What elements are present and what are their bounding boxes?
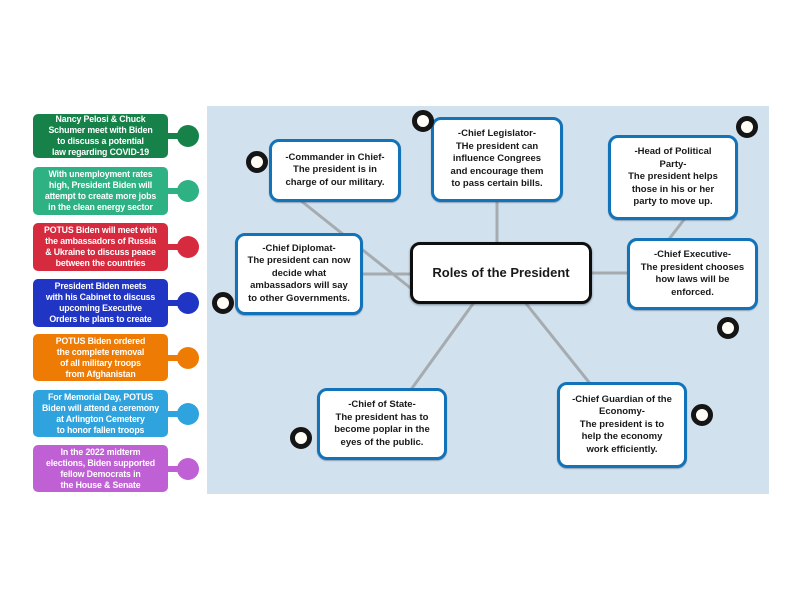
clue-connector: [166, 188, 181, 194]
clue-drag-handle[interactable]: [177, 125, 199, 147]
clue-label-box[interactable]: President Biden meets with his Cabinet t…: [33, 279, 168, 327]
node-chief-executive: -Chief Executive- The president chooses …: [627, 238, 758, 310]
answer-target-guardian[interactable]: [691, 404, 713, 426]
node-chief-of-state: -Chief of State- The president has to be…: [317, 388, 447, 460]
node-head-of-political-party: -Head of Political Party- The president …: [608, 135, 738, 220]
clue-drag-handle[interactable]: [177, 457, 199, 480]
clue-label-clean-energy-jobs[interactable]: With unemployment rates high, President …: [33, 167, 199, 215]
node-chief-diplomat: -Chief Diplomat- The president can now d…: [235, 233, 363, 315]
clue-connector: [166, 300, 181, 306]
clue-label-executive-orders[interactable]: President Biden meets with his Cabinet t…: [33, 279, 199, 327]
clue-connector: [166, 244, 181, 250]
answer-target-commander[interactable]: [246, 151, 268, 173]
answer-target-diplomat[interactable]: [212, 292, 234, 314]
clue-drag-handle[interactable]: [177, 346, 199, 369]
clue-connector: [166, 410, 181, 417]
clue-label-midterm-elections[interactable]: In the 2022 midterm elections, Biden sup…: [33, 445, 199, 492]
answer-target-party[interactable]: [736, 116, 758, 138]
clue-drag-handle[interactable]: [177, 180, 199, 202]
clue-connector: [166, 354, 181, 361]
clue-drag-handle[interactable]: [177, 402, 199, 425]
node-chief-guardian-economy: -Chief Guardian of the Economy- The pres…: [557, 382, 687, 468]
answer-target-state[interactable]: [290, 427, 312, 449]
clue-label-memorial-day[interactable]: For Memorial Day, POTUS Biden will atten…: [33, 390, 199, 437]
node-roles-of-the-president: Roles of the President: [410, 242, 592, 304]
answer-target-executive[interactable]: [717, 317, 739, 339]
clue-label-box[interactable]: POTUS Biden ordered the complete removal…: [33, 334, 168, 381]
line-state-center: [408, 300, 477, 392]
node-chief-legislator: -Chief Legislator- THe president can inf…: [431, 117, 563, 202]
diagram-canvas: -Commander in Chief- The president is in…: [207, 106, 769, 494]
clue-label-box[interactable]: Nancy Pelosi & Chuck Schumer meet with B…: [33, 114, 168, 158]
clue-drag-handle[interactable]: [177, 292, 199, 314]
clue-drag-handle[interactable]: [177, 236, 199, 258]
clue-label-pelosi-schumer[interactable]: Nancy Pelosi & Chuck Schumer meet with B…: [33, 114, 199, 158]
node-commander-in-chief: -Commander in Chief- The president is in…: [269, 139, 401, 202]
answer-target-legislator[interactable]: [412, 110, 434, 132]
line-guardian-center: [522, 300, 594, 387]
clue-label-afghanistan-troops[interactable]: POTUS Biden ordered the complete removal…: [33, 334, 199, 381]
clue-label-box[interactable]: POTUS Biden will meet with the ambassado…: [33, 223, 168, 271]
clue-connector: [166, 133, 181, 139]
clue-label-box[interactable]: With unemployment rates high, President …: [33, 167, 168, 215]
clue-label-russia-ukraine[interactable]: POTUS Biden will meet with the ambassado…: [33, 223, 199, 271]
clue-label-box[interactable]: For Memorial Day, POTUS Biden will atten…: [33, 390, 168, 437]
clue-connector: [166, 465, 181, 472]
clue-label-box[interactable]: In the 2022 midterm elections, Biden sup…: [33, 445, 168, 492]
